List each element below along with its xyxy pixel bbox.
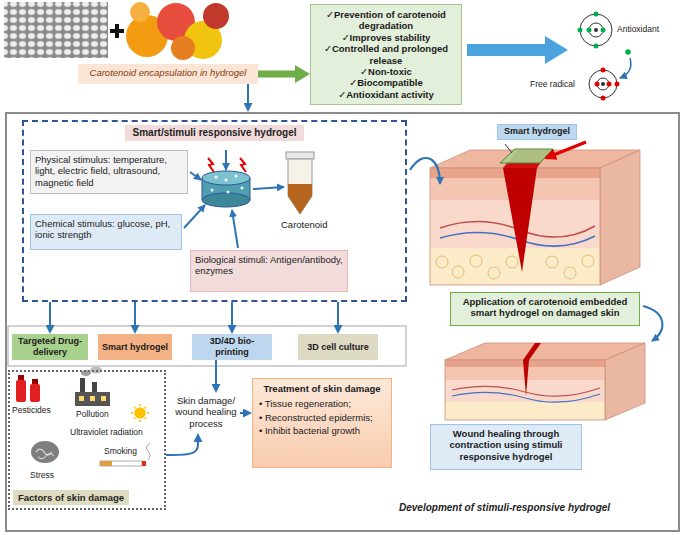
node-text: Factors of skin damage <box>13 490 129 505</box>
node-body-text: ✓Non-toxic <box>316 66 456 77</box>
fruit-photo <box>126 2 229 60</box>
healed-skin-illustration <box>445 343 645 420</box>
arrow-connector <box>215 360 217 384</box>
icon-label: Smoking <box>104 446 137 456</box>
arrow-connector <box>247 84 249 103</box>
icon-label: Ultraviolet radiation <box>70 427 143 437</box>
pollution-icon <box>75 367 110 407</box>
node-text: ✓Prevention of carotenoid degradation <box>316 9 456 32</box>
node-body-text: ✓Biocompatible <box>316 77 456 88</box>
caption-box: Wound healing through contraction using … <box>430 424 582 470</box>
panel: Development of stimuli-responsive hydrog… <box>5 112 680 532</box>
pesticides-icon <box>16 375 40 402</box>
carotenoid-tube <box>286 152 314 214</box>
node-text: Treatment of skin damage <box>259 383 385 394</box>
dashed-group: Smart/stimuli responsive hydrogelPhysica… <box>22 120 407 302</box>
arrow-connector <box>337 302 339 325</box>
node-text: Smart hydrogel <box>501 126 573 137</box>
node-text: Targeted Drug-delivery <box>15 336 85 358</box>
stimulus-arrows <box>184 150 284 248</box>
arrow-connector <box>258 71 295 78</box>
benefits-box: ✓Prevention of carotenoid degradation✓Im… <box>310 4 462 105</box>
skin-illustration <box>430 142 640 285</box>
application-box: Smart hydrogel <box>98 334 172 360</box>
application-row-frame <box>8 326 406 366</box>
node-text: Skin damage/ wound healing process <box>174 395 238 429</box>
icon-label: Carotenoid <box>281 219 327 230</box>
node-body-text: ✓Improves stability <box>316 32 456 43</box>
icon-label: Antioxidant <box>617 24 659 34</box>
icon-label: Pesticides <box>12 405 51 415</box>
icon-label: Free radical <box>530 79 575 89</box>
arrow-connector <box>240 412 243 414</box>
node-body-text: • Tissue regeneration; <box>259 398 385 409</box>
arrow-connector <box>134 302 136 325</box>
node-text: Application of carotenoid embedded smart… <box>456 296 634 319</box>
node-text: Biological stimuli: Antigen/antibody, en… <box>195 254 343 277</box>
label-box: Carotenoid encapsulation in hydrogel <box>78 64 258 84</box>
node-text: Smart hydrogel <box>102 342 168 353</box>
node-body-text: ✓Antioxidant activity <box>316 89 456 100</box>
node-text: 3D cell culture <box>307 342 369 353</box>
node-text: Chemical stimulus: glucose, pH, ionic st… <box>35 218 177 241</box>
stimulus-box: Chemical stimulus: glucose, pH, ionic st… <box>30 214 182 250</box>
curved-arrow <box>643 306 662 341</box>
application-box: 3D/4D bio-printing <box>192 334 272 360</box>
node-text: 3D/4D bio-printing <box>195 336 269 358</box>
icon-label: Pollution <box>76 409 109 419</box>
callout-box: Smart hydrogel <box>497 124 577 140</box>
node-body-text: • Reconstructed epidermis; <box>259 412 385 423</box>
stimulus-box: Physical stimulus: temperature, light, e… <box>30 150 188 194</box>
caption-box: Application of carotenoid embedded smart… <box>450 292 640 326</box>
node-text: Smart/stimuli responsive hydrogel <box>125 125 305 141</box>
hydrogel-photo <box>4 2 108 58</box>
application-box: Targeted Drug-delivery <box>12 334 88 360</box>
icon-label: Stress <box>30 470 54 480</box>
block-arrow <box>467 36 568 64</box>
treatment-box: Treatment of skin damage • Tissue regener… <box>252 378 392 468</box>
factors-group: Factors of skin damage <box>8 370 166 510</box>
antioxidant-atom <box>578 12 631 79</box>
node-text: Carotenoid encapsulation in hydrogel <box>82 67 254 78</box>
arrow-connector <box>166 442 198 455</box>
sun-icon <box>131 404 149 422</box>
node-text: Wound healing through contraction using … <box>435 428 577 462</box>
stress-icon <box>31 441 59 463</box>
node-text: Physical stimulus: temperature, light, e… <box>35 154 183 188</box>
arrow-connector <box>49 302 51 325</box>
curved-arrow <box>410 158 440 184</box>
process-text: Skin damage/ wound healing process <box>172 393 240 433</box>
node-text: Development of stimuli-responsive hydrog… <box>399 502 639 514</box>
free-radical-atom <box>589 68 620 101</box>
node-body-text: ✓Controlled and prolonged release <box>316 43 456 66</box>
stimulus-box: Biological stimuli: Antigen/antibody, en… <box>190 250 348 292</box>
node-body-text: • Inhibit bacterial growth <box>259 425 385 436</box>
arrow-connector <box>231 302 233 325</box>
application-box: 3D cell culture <box>298 334 378 360</box>
plus-sign <box>110 24 124 38</box>
smoking-icon <box>100 443 150 466</box>
